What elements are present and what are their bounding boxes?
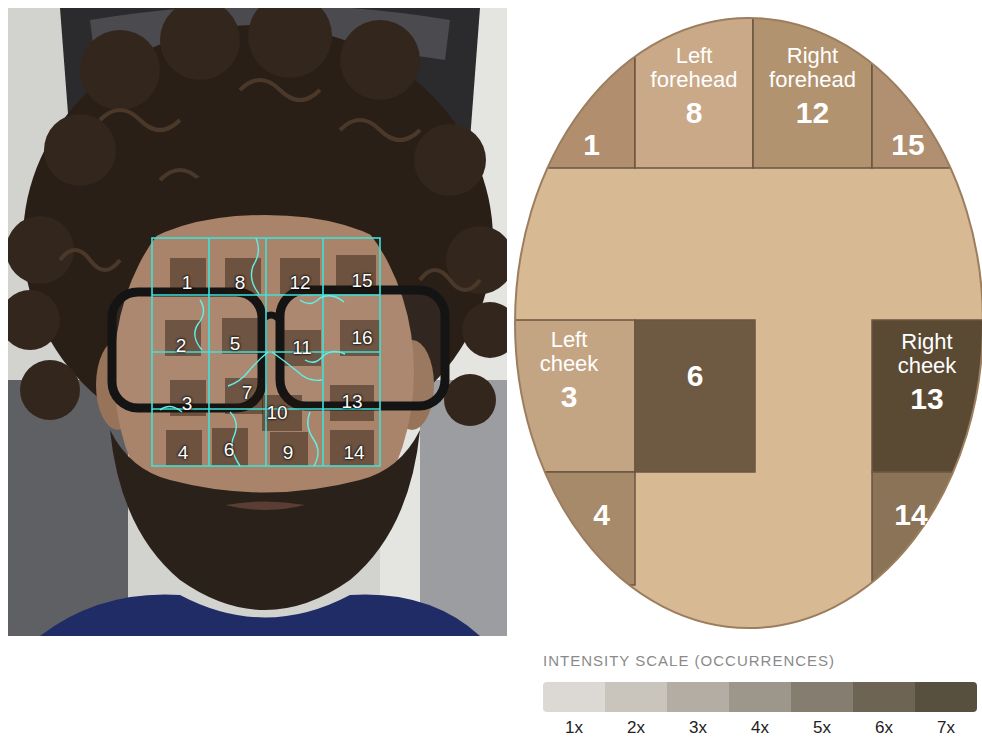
scale-entry: 4x	[729, 682, 791, 738]
grid-cell-number: 1	[182, 273, 193, 293]
intensity-scale: 1x 2x 3x 4x 5x 6x 7x	[543, 682, 977, 738]
grid-cell-number: 13	[341, 392, 362, 412]
grid-cell-number: 3	[182, 394, 193, 414]
region-name: Right cheek	[876, 330, 978, 378]
scale-label: 1x	[565, 718, 583, 738]
grid-cell-number: 16	[351, 328, 372, 348]
scale-entry: 1x	[543, 682, 605, 738]
region-name: Right forehead	[755, 44, 870, 92]
scale-entry: 5x	[791, 682, 853, 738]
scale-entry: 2x	[605, 682, 667, 738]
grid-cell-number: 14	[343, 443, 364, 463]
region-number: 8	[686, 96, 703, 130]
face-region: 4	[548, 472, 635, 585]
scale-swatch	[791, 682, 853, 712]
grid-cell-number: 10	[266, 403, 287, 423]
scale-entry: 6x	[853, 682, 915, 738]
scale-swatch	[853, 682, 915, 712]
grid-cell-number: 5	[230, 334, 241, 354]
grid-cell-number: 2	[176, 336, 187, 356]
region-number: 15	[891, 128, 924, 162]
scale-entry: 3x	[667, 682, 729, 738]
face-region: Left forehead 8	[635, 18, 753, 168]
face-region: 15	[872, 18, 958, 168]
grid-cell-number: 6	[224, 440, 235, 460]
region-number: 6	[687, 359, 704, 393]
grid-cell-number: 8	[235, 273, 246, 293]
scale-label: 4x	[751, 718, 769, 738]
grid-cell-number: 7	[242, 383, 253, 403]
face-region: Left cheek 3	[515, 320, 635, 472]
scale-swatch	[543, 682, 605, 712]
scale-swatch	[667, 682, 729, 712]
face-region: Right cheek 13	[872, 320, 982, 472]
face-region: 6	[635, 320, 755, 472]
region-number: 13	[910, 382, 943, 416]
face-region: 14	[872, 472, 958, 585]
scale-label: 2x	[627, 718, 645, 738]
scale-swatch	[915, 682, 977, 712]
region-number: 12	[796, 96, 829, 130]
face-region: 1	[548, 18, 635, 168]
grid-cell-number: 12	[289, 273, 310, 293]
region-name: Left cheek	[519, 328, 619, 376]
face-region: Right forehead 12	[753, 18, 872, 168]
scale-label: 6x	[875, 718, 893, 738]
scale-label: 5x	[813, 718, 831, 738]
scale-swatch	[605, 682, 667, 712]
region-number: 4	[593, 498, 610, 532]
region-number: 14	[894, 498, 927, 532]
grid-cell-number: 15	[351, 271, 372, 291]
region-number: 3	[561, 380, 578, 414]
grid-cell-number: 11	[292, 338, 312, 358]
scale-label: 7x	[937, 718, 955, 738]
scale-label: 3x	[689, 718, 707, 738]
scale-swatch	[729, 682, 791, 712]
grid-cell-number: 4	[178, 443, 189, 463]
region-number: 1	[583, 128, 600, 162]
scale-entry: 7x	[915, 682, 977, 738]
region-name: Left forehead	[637, 44, 751, 92]
grid-cell-number: 9	[283, 443, 294, 463]
scale-title: INTENSITY SCALE (OCCURRENCES)	[543, 652, 835, 669]
